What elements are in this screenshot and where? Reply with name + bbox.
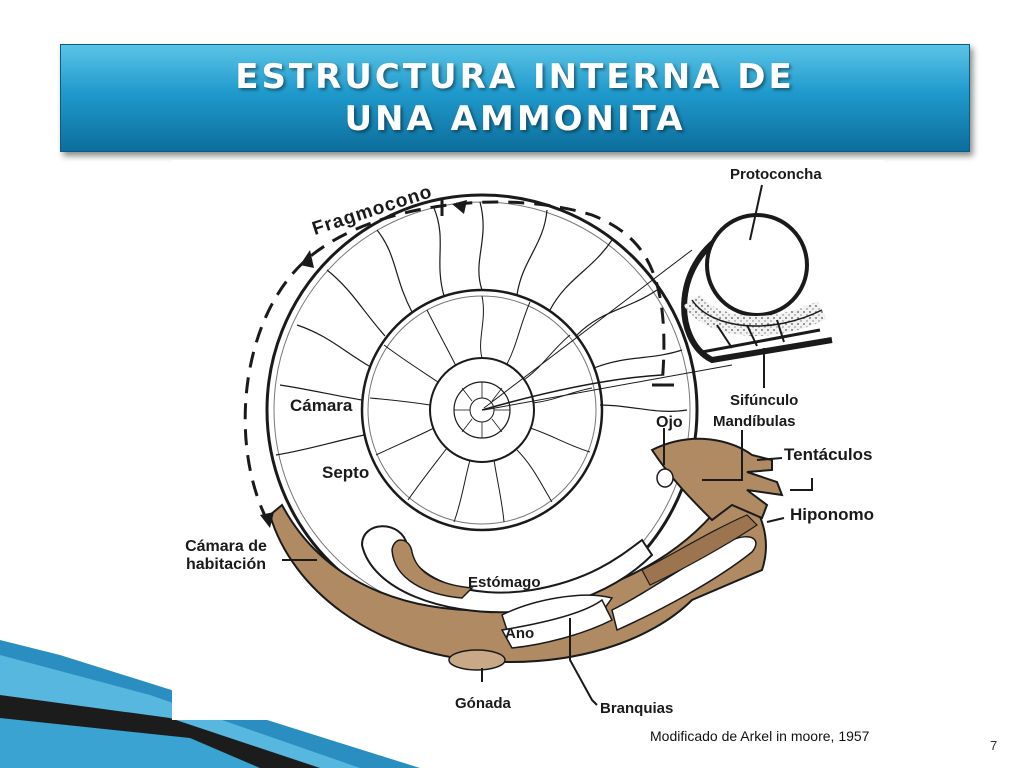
gonad xyxy=(448,649,506,671)
figure-caption: Modificado de Arkel in moore, 1957 xyxy=(650,728,870,744)
anus-cavity xyxy=(500,598,614,649)
leader-protoconcha xyxy=(749,184,763,241)
label-estomago: Estómago xyxy=(468,574,541,591)
label-camara-de-habitacion-line1: Cámara de xyxy=(185,538,267,555)
inner-septa xyxy=(454,382,510,438)
label-gonada: Gónada xyxy=(455,695,511,712)
label-camara-de-habitacion: Cámara de habitación xyxy=(174,538,278,574)
label-ano: Ano xyxy=(505,625,535,642)
zoom-line-bottom xyxy=(483,364,733,411)
ammonite-drawing xyxy=(243,184,833,706)
leader-branquias xyxy=(569,618,598,706)
zoom-line-top xyxy=(483,249,693,409)
page-number: 7 xyxy=(990,738,998,753)
fragmocono-arrow-start xyxy=(300,250,314,268)
leader-tentaculos xyxy=(756,457,783,461)
ammonite-diagram: Fragmocono Protoconcha Cámara Septo Cáma… xyxy=(172,160,884,720)
label-tentaculos: Tentáculos xyxy=(784,445,873,464)
label-mandibulas: Mandíbulas xyxy=(713,413,796,430)
label-camara-de-habitacion-line2: habitación xyxy=(185,556,266,573)
mantle-cavity xyxy=(611,536,757,632)
stomach-fold xyxy=(391,539,474,599)
fragmocono-arrow-end xyxy=(452,200,467,214)
outer-septa xyxy=(275,201,688,456)
label-protoconcha: Protoconcha xyxy=(730,166,822,183)
title-bar: ESTRUCTURA INTERNA DE UNA AMMONITA xyxy=(60,44,970,152)
leader-mandibulas xyxy=(702,430,743,481)
leader-tentaculos-2 xyxy=(790,478,813,491)
stripe-blue-bottom xyxy=(0,718,260,768)
label-camara: Cámara xyxy=(290,396,353,415)
leader-lines xyxy=(282,184,813,706)
decorative-stripes xyxy=(0,640,420,768)
hyponome xyxy=(641,514,758,586)
siphuncle-line xyxy=(481,374,663,411)
eye xyxy=(656,468,674,488)
fragmocono-arc xyxy=(243,200,666,521)
label-ojo: Ojo xyxy=(656,414,683,431)
label-hiponomo: Hiponomo xyxy=(790,505,875,524)
label-branquias: Branquias xyxy=(600,700,674,717)
label-septo: Septo xyxy=(322,463,370,482)
protoconch-inset xyxy=(681,213,833,364)
label-sifunculo: Sifúnculo xyxy=(730,392,799,409)
leader-hiponomo xyxy=(766,517,785,523)
fragmocono-arrow-bottom xyxy=(260,512,274,528)
page-title: ESTRUCTURA INTERNA DE UNA AMMONITA xyxy=(235,57,795,139)
